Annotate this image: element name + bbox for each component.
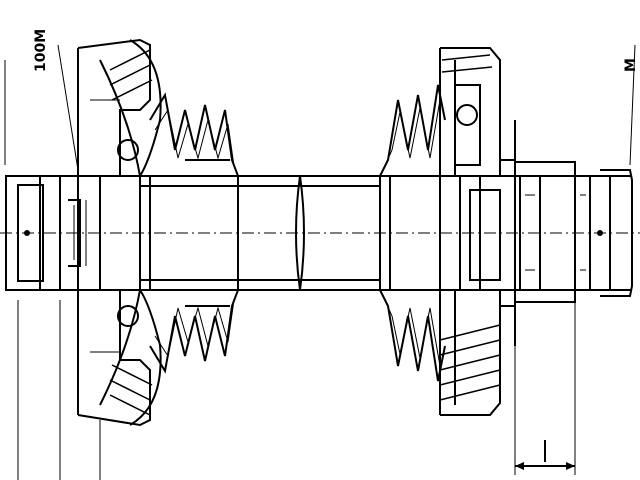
right-housing-hatch xyxy=(439,54,501,401)
left-housing xyxy=(77,38,162,427)
right-outboard-stub xyxy=(514,161,633,303)
shaft xyxy=(5,175,632,291)
left-dimension-label: 100M xyxy=(33,29,49,72)
left-boot xyxy=(149,92,239,374)
left-inboard-joint xyxy=(17,175,101,291)
right-dimension-label: M xyxy=(623,58,639,72)
right-boot xyxy=(379,84,446,382)
dimension-lines xyxy=(4,44,636,480)
left-housing-hatch xyxy=(109,49,153,416)
